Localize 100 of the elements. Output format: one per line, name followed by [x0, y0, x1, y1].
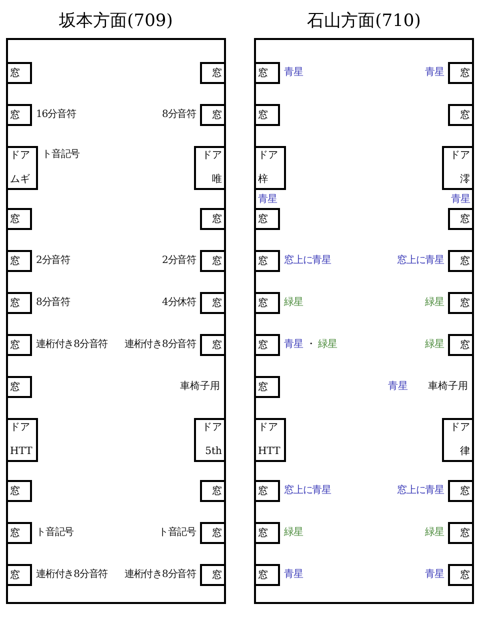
seat-note: 緑星: [284, 527, 303, 539]
window-frame: [200, 62, 224, 84]
window-label: 窓: [460, 570, 470, 582]
window-frame: [448, 250, 472, 272]
seat-note: 4分休符: [162, 297, 196, 309]
window-label: 窓: [10, 68, 20, 80]
window-frame: [256, 564, 280, 586]
seat-note: 青星: [284, 569, 303, 581]
seat-note: 窓上に青星: [284, 255, 332, 267]
door-label: 律: [460, 446, 470, 458]
seat-note: 青星: [388, 381, 408, 393]
window-label: 窓: [258, 340, 268, 352]
door-frame: [8, 146, 38, 190]
window-frame: [200, 104, 224, 126]
window-frame: [200, 564, 224, 586]
door-label: ドア: [450, 422, 470, 434]
window-label: 窓: [10, 256, 20, 268]
seat-note: 青星: [425, 569, 444, 581]
window-label: 窓: [460, 68, 470, 80]
door-label: HTT: [10, 446, 32, 458]
window-frame: [8, 522, 32, 544]
window-label: 窓: [460, 528, 470, 540]
door-label: ドア: [258, 422, 278, 434]
car-title: 坂本方面(709): [59, 10, 173, 33]
window-label: 窓: [10, 382, 20, 394]
seat-note: ト音記号: [158, 527, 196, 539]
door-label: ドア: [10, 422, 30, 434]
seat-note: ト音記号: [36, 527, 74, 539]
door-frame: [442, 146, 472, 190]
seat-note: ト音記号: [42, 149, 80, 161]
window-label: 窓: [258, 486, 268, 498]
window-frame: [8, 104, 32, 126]
window-label: 窓: [212, 570, 222, 582]
seat-note: 緑星: [425, 527, 444, 539]
door-label: ドア: [202, 150, 222, 162]
window-frame: [8, 480, 32, 502]
window-label: 窓: [10, 528, 20, 540]
door-label: ドア: [450, 150, 470, 162]
door-label: 唯: [212, 174, 222, 186]
door-label: 梓: [258, 174, 268, 186]
door-frame: [256, 418, 286, 462]
window-label: 窓: [258, 570, 268, 582]
door-frame: [256, 146, 286, 190]
window-frame: [448, 480, 472, 502]
seat-note: 青星: [284, 67, 303, 79]
window-frame: [256, 376, 280, 398]
seat-note: 窓上に青星: [396, 485, 444, 497]
window-label: 窓: [10, 110, 20, 122]
window-label: 窓: [258, 110, 268, 122]
seat-note: 2分音符: [162, 255, 196, 267]
seat-note: 連桁付き8分音符: [36, 569, 108, 581]
seat-note: 連桁付き8分音符: [124, 569, 196, 581]
door-frame: [442, 418, 472, 462]
window-label: 窓: [10, 570, 20, 582]
door-label: ムギ: [10, 174, 30, 186]
seat-note: 青星: [451, 194, 470, 206]
window-frame: [200, 250, 224, 272]
window-frame: [256, 208, 280, 230]
window-label: 窓: [460, 340, 470, 352]
window-frame: [200, 292, 224, 314]
window-label: 窓: [212, 486, 222, 498]
window-frame: [256, 522, 280, 544]
door-label: ドア: [258, 150, 278, 162]
window-frame: [448, 208, 472, 230]
window-frame: [8, 250, 32, 272]
door-label: HTT: [258, 446, 280, 458]
door-label: ドア: [202, 422, 222, 434]
seat-note: 窓上に青星: [284, 485, 332, 497]
window-frame: [256, 250, 280, 272]
window-frame: [256, 480, 280, 502]
window-frame: [200, 208, 224, 230]
seat-note: 青星: [284, 339, 303, 351]
seat-note: 緑星: [425, 339, 444, 351]
window-frame: [256, 62, 280, 84]
window-label: 窓: [258, 214, 268, 226]
window-label: 窓: [460, 214, 470, 226]
window-label: 窓: [460, 256, 470, 268]
door-label: 澪: [460, 174, 470, 186]
window-label: 窓: [10, 214, 20, 226]
window-frame: [200, 334, 224, 356]
seat-note: 窓上に青星: [396, 255, 444, 267]
door-frame: [8, 418, 38, 462]
window-frame: [448, 62, 472, 84]
window-label: 窓: [258, 68, 268, 80]
seat-note: 青星: [425, 67, 444, 79]
seat-note: 車椅子用: [180, 381, 220, 393]
window-label: 窓: [460, 110, 470, 122]
window-label: 窓: [10, 340, 20, 352]
window-label: 窓: [212, 110, 222, 122]
window-frame: [8, 334, 32, 356]
window-label: 窓: [212, 340, 222, 352]
window-frame: [256, 334, 280, 356]
window-frame: [256, 104, 280, 126]
window-label: 窓: [212, 298, 222, 310]
window-label: 窓: [212, 68, 222, 80]
window-frame: [8, 564, 32, 586]
window-label: 窓: [212, 214, 222, 226]
window-frame: [8, 208, 32, 230]
window-label: 窓: [258, 528, 268, 540]
window-label: 窓: [10, 486, 20, 498]
